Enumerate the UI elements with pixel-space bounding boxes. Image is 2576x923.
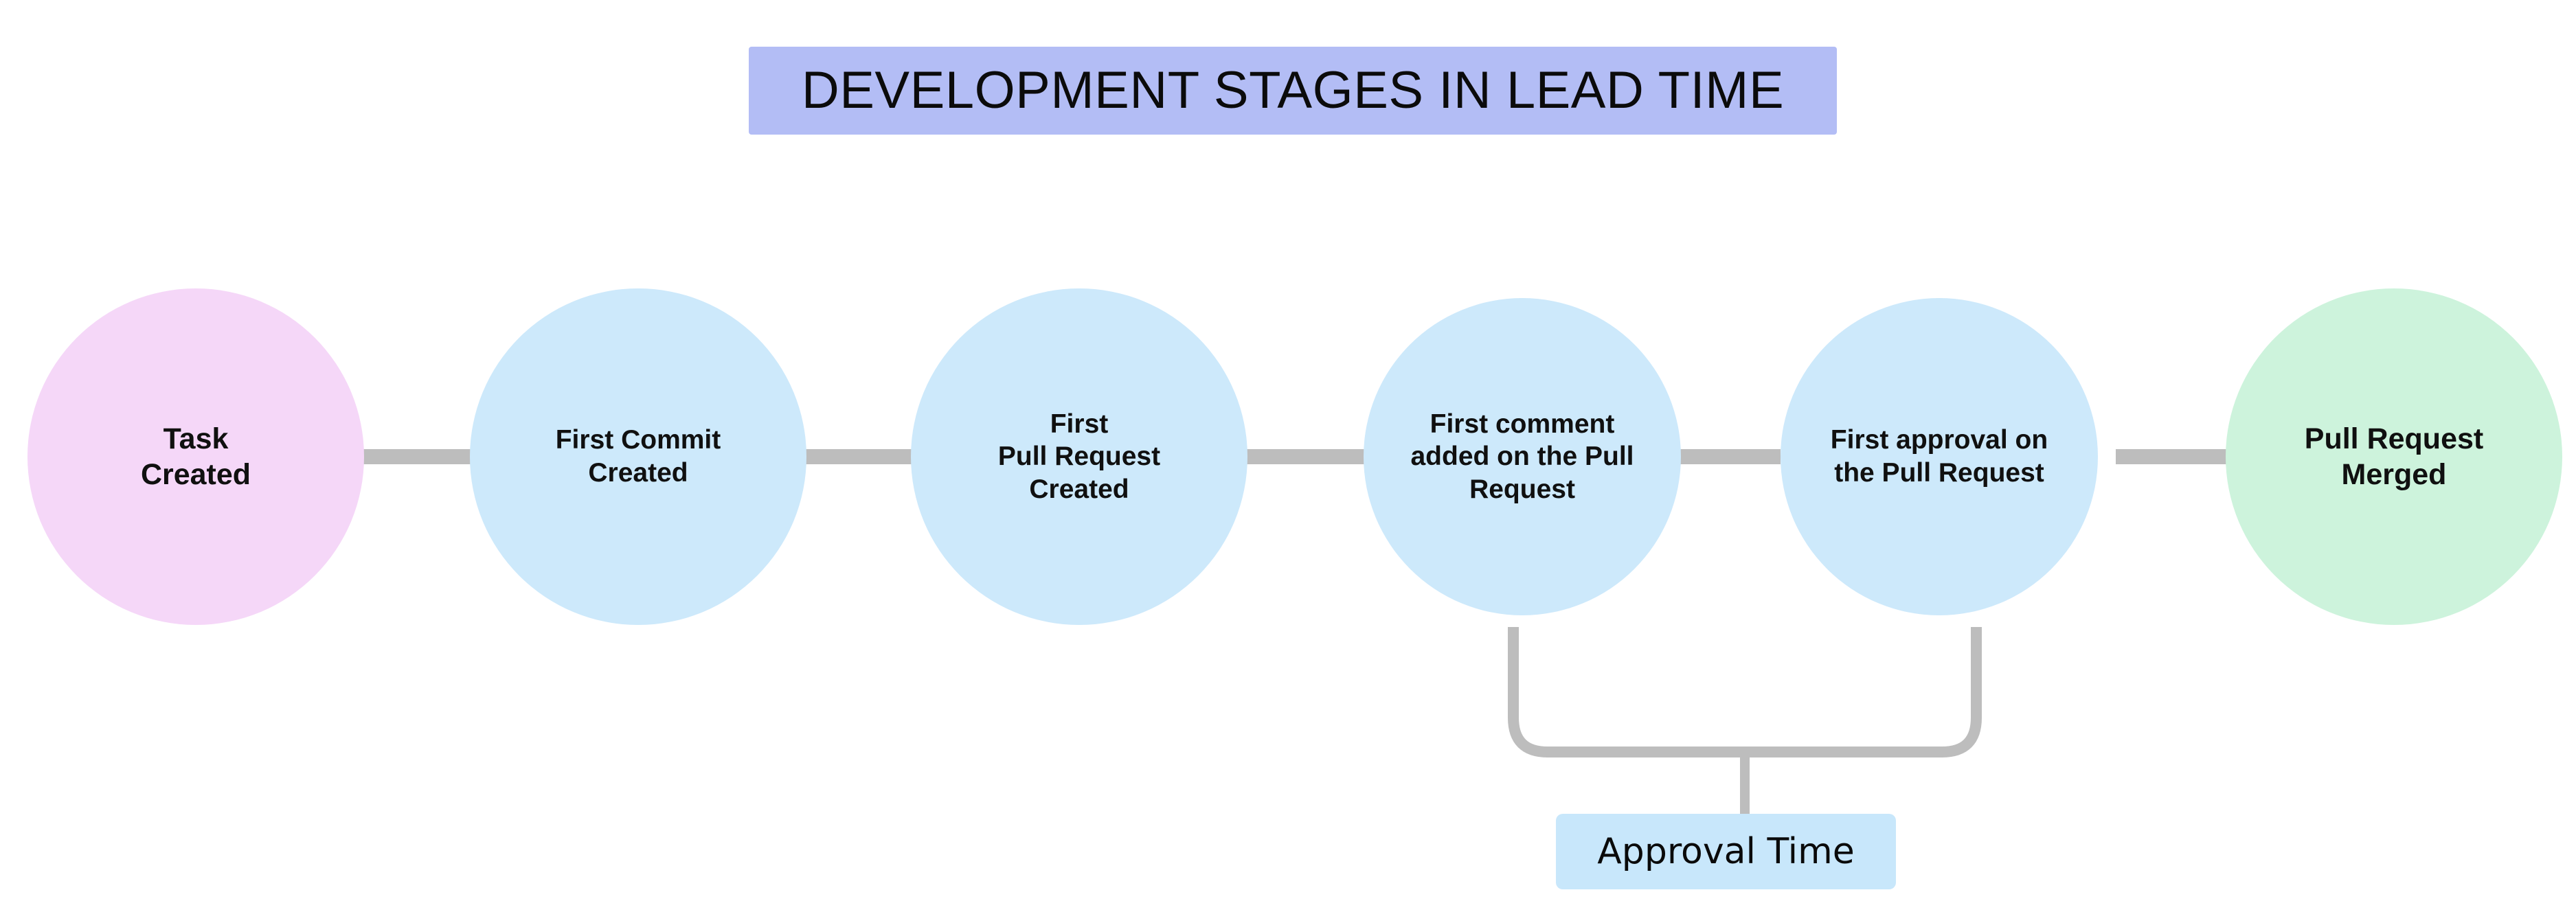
connector-3-4: [1245, 449, 1368, 464]
node-label-first-commit-created: First Commit Created: [555, 425, 721, 488]
connector-5-6: [2116, 449, 2230, 464]
node-label-task-created: Task Created: [140, 422, 251, 491]
connector-4-5: [1676, 449, 1781, 464]
node-first-commit-created[interactable]: First Commit Created: [470, 288, 806, 625]
approval-time-badge[interactable]: Approval Time: [1556, 814, 1896, 889]
node-task-created[interactable]: Task Created: [27, 288, 364, 625]
connector-1-2: [363, 449, 474, 464]
node-label-first-approval: First approval on the Pull Request: [1830, 425, 2048, 488]
approval-time-bracket: [1498, 622, 1992, 831]
node-pull-request-merged[interactable]: Pull Request Merged: [2226, 288, 2562, 625]
node-label-first-comment-added: First comment added on the Pull Request: [1410, 409, 1634, 504]
node-label-pull-request-merged: Pull Request Merged: [2304, 422, 2484, 491]
page-title: DEVELOPMENT STAGES IN LEAD TIME: [801, 61, 1785, 119]
node-label-first-pull-request-created: First Pull Request Created: [997, 409, 1161, 504]
bracket-icon: [1508, 627, 1982, 815]
node-first-pull-request-created[interactable]: First Pull Request Created: [911, 288, 1247, 625]
node-first-approval[interactable]: First approval on the Pull Request: [1781, 298, 2098, 615]
approval-time-label: Approval Time: [1597, 831, 1855, 872]
connector-2-3: [804, 449, 920, 464]
diagram-title-band: DEVELOPMENT STAGES IN LEAD TIME: [749, 47, 1837, 135]
node-first-comment-added[interactable]: First comment added on the Pull Request: [1364, 298, 1681, 615]
